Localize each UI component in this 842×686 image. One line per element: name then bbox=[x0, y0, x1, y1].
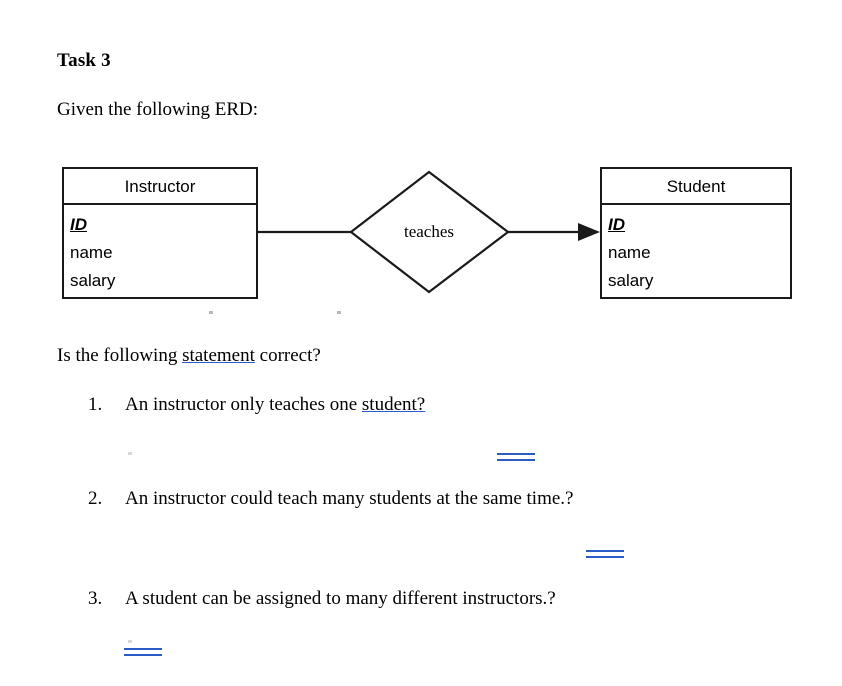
statement-text: An instructor only teaches one bbox=[125, 394, 362, 415]
page-title: Task 3 bbox=[57, 50, 111, 71]
question-underlined-word: statement bbox=[182, 345, 255, 366]
answer-blank-1[interactable] bbox=[497, 453, 535, 461]
question-suffix: correct? bbox=[254, 345, 321, 366]
statement-text: An instructor could teach many students … bbox=[125, 488, 574, 509]
answer-blank-rule bbox=[124, 654, 162, 656]
scan-artifact bbox=[337, 311, 341, 314]
answer-blank-rule bbox=[586, 556, 624, 558]
answer-blank-rule bbox=[586, 550, 624, 552]
arrowhead-icon bbox=[578, 223, 600, 241]
answer-blank-rule bbox=[497, 459, 535, 461]
statement-text: A student can be assigned to many differ… bbox=[125, 588, 556, 609]
question-prompt: Is the following statement correct? bbox=[57, 345, 321, 367]
attribute-salary: salary bbox=[608, 271, 654, 290]
attribute-name: name bbox=[608, 243, 651, 262]
answer-blank-3[interactable] bbox=[124, 648, 162, 656]
attribute-name: name bbox=[70, 243, 113, 262]
statement-underlined-word: student? bbox=[361, 394, 426, 415]
scan-artifact bbox=[128, 452, 132, 455]
answer-blank-rule bbox=[497, 453, 535, 455]
statement-item-2: 2. An instructor could teach many student… bbox=[88, 488, 574, 510]
entity-instructor-attributes: ID name salary bbox=[64, 205, 256, 299]
statement-number: 2. bbox=[88, 488, 103, 509]
entity-instructor: Instructor ID name salary bbox=[62, 167, 258, 299]
answer-blank-rule bbox=[124, 648, 162, 650]
scan-artifact bbox=[128, 640, 132, 643]
statement-item-1: 1. An instructor only teaches one student… bbox=[88, 394, 425, 416]
scan-artifact bbox=[209, 311, 213, 314]
entity-student-attributes: ID name salary bbox=[602, 205, 790, 299]
attribute-salary: salary bbox=[70, 271, 116, 290]
attribute-id: ID bbox=[70, 215, 87, 234]
relationship-label: teaches bbox=[403, 222, 455, 241]
question-prefix: Is the following bbox=[57, 345, 183, 366]
attribute-id: ID bbox=[608, 215, 625, 234]
intro-text: Given the following ERD: bbox=[57, 99, 259, 120]
answer-blank-2[interactable] bbox=[586, 550, 624, 558]
entity-student-title: Student bbox=[602, 169, 790, 205]
entity-instructor-title: Instructor bbox=[64, 169, 256, 205]
entity-student: Student ID name salary bbox=[600, 167, 792, 299]
statement-number: 1. bbox=[88, 394, 103, 415]
statement-number: 3. bbox=[88, 588, 103, 609]
statement-item-3: 3. A student can be assigned to many diff… bbox=[88, 588, 556, 610]
